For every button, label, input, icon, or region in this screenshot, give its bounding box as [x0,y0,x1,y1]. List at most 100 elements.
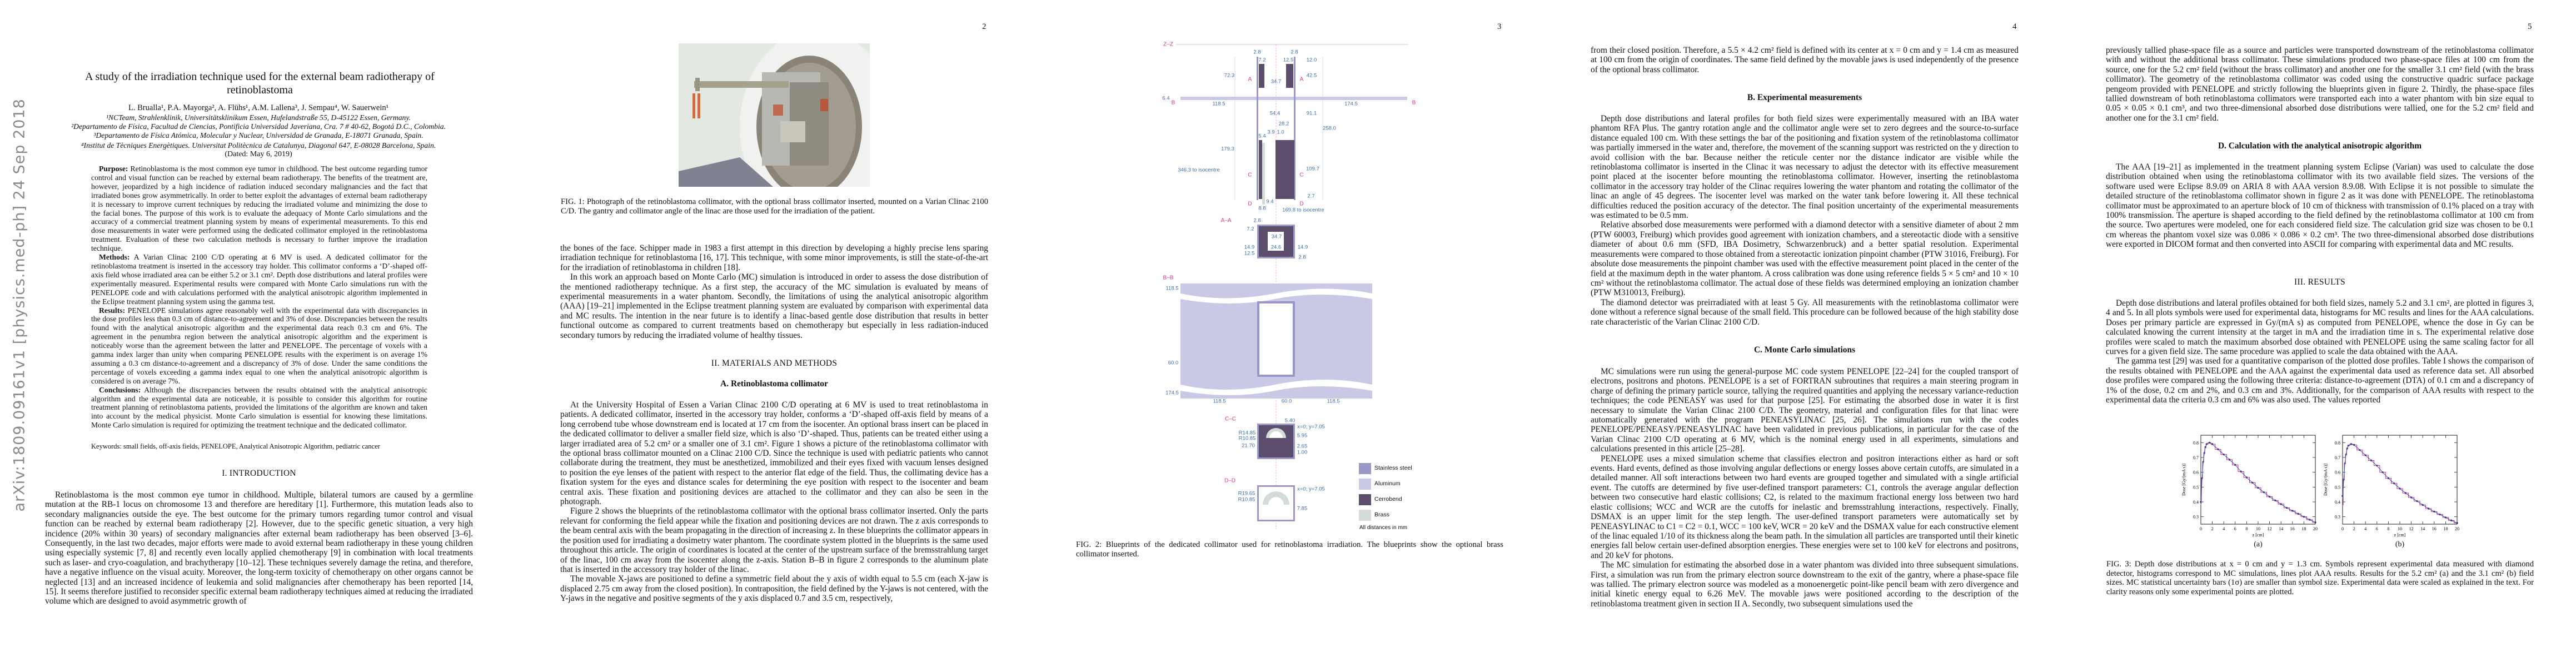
dimension-label: 60.0 [1281,398,1292,405]
section-label: A–A [1220,217,1232,224]
paragraph: Depth dose distributions and lateral pro… [2106,298,2534,357]
abstract-label: Results: [99,306,126,315]
figure-1-photograph [679,43,870,187]
dimension-label: 28.2 [1278,121,1289,127]
dimension-label: 60.0 [1168,360,1179,366]
x-tick-label: 4 [2223,526,2225,531]
section-label: B [1412,99,1416,106]
y-axis-label: Dose [Gy/(mA s)] [2181,464,2186,496]
page-number: 4 [2012,22,2017,31]
x-axis-label: z [cm] [2253,532,2264,537]
section-2b-text: Depth dose distributions and lateral pro… [1591,114,2019,327]
page-4-continuation: from their closed position. Therefore, a… [1591,46,2019,74]
x-tick-label: 0 [2341,526,2344,531]
page-number: 2 [982,22,986,31]
section-d-brass [1263,491,1289,505]
dimension-label: R19.65 [1238,490,1255,497]
units-note: All distances in mm [1359,525,1408,531]
legend-swatch-steel [1359,463,1371,474]
paragraph: The AAA [19–21] as implemented in the tr… [2106,162,2534,250]
y-tick-label: 0.5 [2335,485,2340,490]
legend-swatch-brass [1359,510,1371,521]
x-tick-label: 4 [2364,526,2366,531]
x-tick-label: 18 [2301,526,2306,531]
y-tick-label: 0.8 [2193,440,2199,445]
abstract: Purpose: Retinoblastoma is the most comm… [91,165,427,430]
paragraph: In this work an approach based on Monte … [560,272,988,340]
abstract-methods: Methods: A Varian Clinac 2100 C/D operat… [91,253,427,306]
paragraph: the bones of the face. Schipper made in … [560,243,988,272]
affiliation-1: ¹NCTeam, Strahlenklinik, Universitätskli… [106,113,411,122]
paragraph: Relative absorbed dose measurements were… [1591,220,2019,298]
steel-wall-right [1294,57,1296,200]
paragraph: The diamond detector was preirradiated w… [1591,297,2019,327]
page-3: 3 Z–Z A A B B C C [1030,0,1546,667]
cerrobend-bottom-right [1275,140,1294,199]
dimension-label: 5.40 [1284,417,1296,424]
y-tick-label: 0.3 [2335,515,2340,520]
y-tick-label: 0.8 [2335,440,2340,445]
paper-title: A study of the irradiation technique use… [85,71,435,96]
x-tick-label: 10 [2256,526,2260,531]
dimension-label: 179.3 [1221,146,1234,152]
y-tick-label: 0.7 [2193,455,2199,460]
x-tick-label: 18 [2443,526,2448,531]
keywords: Keywords: small fields, off-axis fields,… [91,442,380,450]
figure-2-caption: FIG. 2: Blueprints of the dedicated coll… [1076,540,1503,559]
arxiv-stamp: arXiv:1809.09161v1 [physics.med-ph] 24 S… [11,98,28,512]
page-4: 4 from their closed position. Therefore,… [1546,0,2061,667]
break-line-bottom [1180,380,1372,395]
x-tick-label: 6 [2376,526,2378,531]
abstract-conclusions: Conclusions: Although the discrepancies … [91,386,427,430]
paragraph: At the University Hospital of Essen a Va… [560,400,988,507]
abstract-text: Although the discrepancies between the r… [91,385,427,430]
dimension-label: 7.85 [1297,505,1308,512]
subsection-heading-collimator: A. Retinoblastoma collimator [720,379,828,389]
dimension-label: 14.9 [1244,244,1255,251]
section-heading-materials-methods: II. MATERIALS AND METHODS [711,359,838,368]
figure-2-blueprint [1176,44,1408,531]
paragraph: previously tallied phase-space file as a… [2106,46,2534,123]
dimension-label: 118.5 [1327,398,1340,405]
dimension-label: 118.5 [1212,101,1225,107]
dimension-label: 1.0 [1277,129,1284,136]
section-label: D [1248,201,1252,207]
dimension-label: 6.4 [1162,95,1170,102]
dimension-label: 2.8 [1291,49,1298,56]
y-axis-label: Dose [Gy/(mA s)] [2323,464,2328,496]
page-2-text: the bones of the face. Schipper made in … [560,243,988,340]
dimension-label: 5.4 [1258,133,1266,140]
abstract-purpose: Purpose: Retinoblastoma is the most comm… [91,165,427,253]
x-tick-label: 16 [2432,526,2437,531]
x-tick-label: 10 [2398,526,2402,531]
dimension-label: x=0; y=7.05 [1297,424,1325,430]
y-tick-label: 0.4 [2193,500,2199,505]
dimension-label: 9.4 [1266,198,1274,205]
section-label: A [1299,76,1304,83]
subsection-heading-aaa: D. Calculation with the analytical aniso… [2218,141,2422,151]
subsection-heading-monte-carlo: C. Monte Carlo simulations [1753,345,1856,355]
dimension-label: 2.7 [1307,193,1315,200]
dimension-label: 7.2 [1247,226,1254,232]
dimension-label: 12.5 [1244,250,1255,257]
dimension-label: 72.3 [1224,72,1235,79]
x-tick-label: 14 [2279,526,2283,531]
brass-insert [1262,143,1265,205]
paragraph: The movable X-jaws are positioned to def… [560,574,988,604]
results-text: Depth dose distributions and lateral pro… [2106,298,2534,405]
dimension-label: 2.8 [1253,49,1261,56]
page-1: arXiv:1809.09161v1 [physics.med-ph] 24 S… [0,0,515,667]
legend-label: Stainless steel [1374,465,1412,471]
dimension-label: 1.00 [1297,449,1308,456]
dimension-label: 2.65 [1297,443,1308,450]
dimension-label: 174.5 [1165,390,1179,396]
collimator-photo-illustration [679,43,870,187]
legend-label: Brass [1374,511,1389,518]
x-tick-label: 20 [2455,526,2459,531]
mc-histogram [2343,444,2457,524]
break-line-top [1180,288,1372,303]
paragraph: Figure 2 shows the blueprints of the ret… [560,506,988,574]
dimension-label: 7.2 [1258,57,1266,63]
x-tick-label: 6 [2234,526,2236,531]
